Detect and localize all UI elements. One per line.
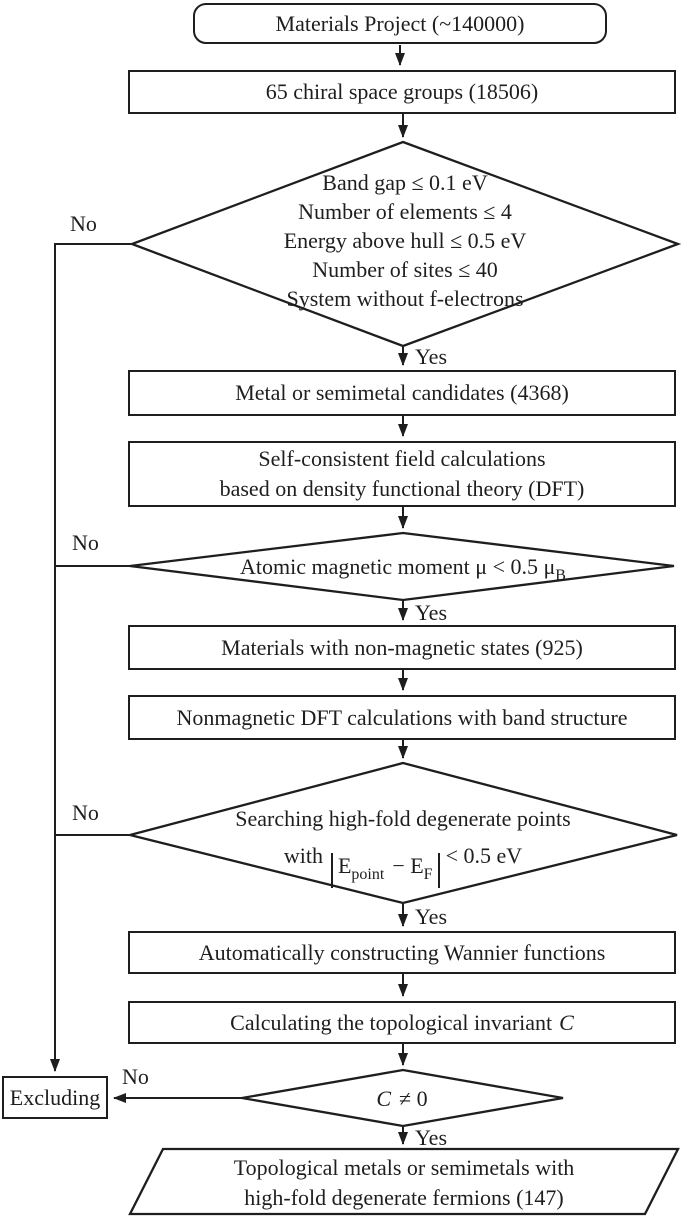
filter-line: System without f-electrons	[286, 286, 524, 311]
mu-subscript: B	[555, 567, 566, 584]
result-line1: Topological metals or semimetals with	[233, 1155, 575, 1180]
nonmagnetic-label: Materials with non-magnetic states (925)	[221, 634, 583, 660]
filter-line: Energy above hull ≤ 0.5 eV	[283, 228, 527, 253]
yes-label-filter: Yes	[415, 344, 448, 369]
chern-diamond-text: C≠ 0	[376, 1086, 428, 1111]
search-line1: Searching high-fold degenerate points	[235, 806, 571, 831]
no-label-search: No	[72, 800, 99, 825]
wannier-label: Automatically constructing Wannier funct…	[198, 939, 606, 965]
result-line2: high-fold degenerate fermions (147)	[244, 1185, 564, 1210]
scf-line1: Self-consistent field calculations	[258, 446, 546, 471]
start-node: Materials Project (~140000)	[193, 3, 607, 44]
chiral-label: 65 chiral space groups (18506)	[265, 79, 539, 104]
magnetic-diamond-text: Atomic magnetic moment μ < 0.5 μB	[240, 554, 566, 584]
chern-diamond-shape	[241, 1068, 564, 1128]
result-node-text: Topological metals or semimetals with hi…	[154, 1153, 654, 1213]
excluding-label: Excluding	[9, 1084, 101, 1110]
nonmagnetic-dft-node: Nonmagnetic DFT calculations with band s…	[128, 695, 676, 740]
nonmagnetic-states-node: Materials with non-magnetic states (925)	[128, 625, 676, 670]
no-label-filter: No	[70, 211, 97, 236]
absolute-value-bars: Epoint− EF	[330, 853, 440, 888]
wannier-node: Automatically constructing Wannier funct…	[128, 931, 676, 974]
scf-node: Self-consistent field calculations based…	[128, 441, 676, 507]
no-label-chern: No	[122, 1064, 149, 1089]
nonmagnetic-dft-label: Nonmagnetic DFT calculations with band s…	[176, 704, 628, 730]
chern-symbol: C	[559, 1009, 574, 1035]
search-diamond-shape	[129, 761, 678, 905]
filter-line: Number of elements ≤ 4	[298, 199, 512, 224]
scf-line2: based on density functional theory (DFT)	[219, 476, 585, 501]
no-label-magnetic: No	[72, 530, 99, 555]
chern-symbol: C	[376, 1086, 392, 1111]
chiral-space-groups-node: 65 chiral space groups (18506)	[128, 70, 676, 114]
no-rail-connector	[50, 243, 132, 1072]
start-label: Materials Project (~140000)	[275, 10, 525, 36]
filter-diamond-shape	[128, 140, 682, 348]
yes-label-magnetic: Yes	[415, 600, 448, 625]
yes-label-chern: Yes	[415, 1125, 448, 1150]
magnetic-diamond-shape	[129, 531, 675, 602]
filter-line: Number of sites ≤ 40	[312, 257, 498, 282]
candidates-node: Metal or semimetal candidates (4368)	[128, 370, 676, 416]
excluding-node: Excluding	[2, 1076, 108, 1119]
filter-line: Band gap ≤ 0.1 eV	[322, 170, 488, 195]
candidates-label: Metal or semimetal candidates (4368)	[235, 380, 569, 405]
result-parallelogram-shape	[128, 1147, 680, 1216]
filter-diamond-text: Band gap ≤ 0.1 eV Number of elements ≤ 4…	[155, 168, 655, 313]
yes-label-search: Yes	[415, 904, 448, 929]
search-diamond-text: Searching high-fold degenerate points wi…	[153, 804, 653, 888]
